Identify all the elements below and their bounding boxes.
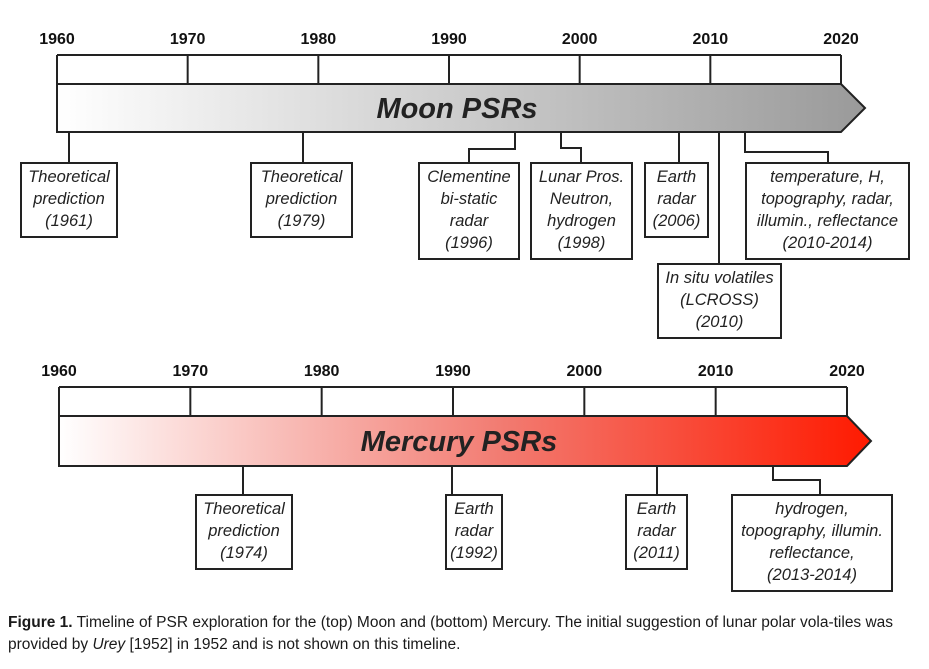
moon-year-label: 2010 <box>693 31 729 48</box>
moon-year-label: 1990 <box>431 31 467 48</box>
moon-event-text: Neutron, <box>550 190 613 208</box>
caption-text-b: [1952] in 1952 and is not shown on this … <box>125 636 461 653</box>
mercury-event-text: (1974) <box>220 544 268 562</box>
mercury-year-label: 1990 <box>435 363 471 380</box>
moon-event-text: Clementine <box>427 168 510 186</box>
mercury-event-text: radar <box>637 522 677 540</box>
mercury-year-label: 2010 <box>698 363 734 380</box>
mercury-arrow <box>58 415 873 467</box>
moon-event-text: radar <box>657 190 697 208</box>
moon-event-text: illumin., reflectance <box>757 212 898 230</box>
mercury-event-text: Earth <box>454 500 493 518</box>
mercury-event-text: topography, illumin. <box>741 522 883 540</box>
mercury-event-text: Theoretical <box>203 500 286 518</box>
moon-event-box <box>644 162 709 238</box>
moon-event-text: Lunar Pros. <box>539 168 624 186</box>
moon-arrow <box>56 83 867 133</box>
moon-connector <box>560 132 582 163</box>
moon-event-text: (2010-2014) <box>783 234 873 252</box>
mercury-year-label: 1970 <box>173 363 209 380</box>
mercury-year-label: 1980 <box>304 363 340 380</box>
caption-label: Figure 1. <box>8 614 73 631</box>
mercury-event-box <box>731 494 893 592</box>
moon-event-text: hydrogen <box>547 212 616 230</box>
moon-event-box <box>20 162 118 238</box>
moon-event-text: Theoretical <box>28 168 111 186</box>
mercury-title: Mercury PSRs <box>361 426 558 458</box>
mercury-event-text: reflectance, <box>769 544 854 562</box>
mercury-event-text: prediction <box>207 522 280 540</box>
moon-event-text: prediction <box>32 190 105 208</box>
moon-year-label: 1970 <box>170 31 206 48</box>
moon-event-text: (1998) <box>558 234 606 252</box>
moon-event-box <box>418 162 520 260</box>
moon-event-text: topography, radar, <box>761 190 894 208</box>
mercury-year-label: 2000 <box>567 363 603 380</box>
caption-text-a: Timeline of PSR exploration for the (top… <box>8 614 894 653</box>
mercury-event-text: (2011) <box>633 544 679 562</box>
moon-event-text: prediction <box>265 190 338 208</box>
moon-connector <box>468 132 516 163</box>
moon-event-box <box>745 162 910 260</box>
mercury-connector <box>772 466 821 495</box>
moon-event-text: (LCROSS) <box>680 291 759 309</box>
moon-connector <box>744 132 829 163</box>
mercury-event-text: hydrogen, <box>775 500 848 518</box>
moon-event-text: bi-static <box>441 190 499 208</box>
mercury-event-text: radar <box>455 522 495 540</box>
mercury-event-box <box>195 494 293 570</box>
moon-event-text: (1996) <box>445 234 493 252</box>
caption-author: Urey <box>92 636 126 653</box>
mercury-event-box <box>445 494 503 570</box>
moon-event-text: In situ volatiles <box>665 269 773 287</box>
moon-year-label: 1980 <box>301 31 337 48</box>
moon-title: Moon PSRs <box>376 93 537 125</box>
moon-year-label: 2020 <box>823 31 859 48</box>
moon-event-box <box>657 263 782 339</box>
moon-event-text: (2010) <box>696 313 744 331</box>
mercury-event-text: (2013-2014) <box>767 566 857 584</box>
moon-event-text: (1961) <box>45 212 93 230</box>
moon-event-text: radar <box>450 212 490 230</box>
mercury-year-label: 1960 <box>41 363 77 380</box>
moon-year-label: 1960 <box>39 31 75 48</box>
mercury-event-text: Earth <box>637 500 676 518</box>
mercury-event-box <box>625 494 688 570</box>
moon-event-text: (1979) <box>278 212 326 230</box>
moon-event-box <box>250 162 353 238</box>
moon-event-text: (2006) <box>653 212 701 230</box>
moon-event-text: temperature, H, <box>770 168 885 186</box>
moon-event-box <box>530 162 633 260</box>
moon-event-text: Earth <box>657 168 696 186</box>
mercury-year-label: 2020 <box>829 363 865 380</box>
mercury-event-text: (1992) <box>450 544 498 562</box>
moon-year-label: 2000 <box>562 31 598 48</box>
figure-caption: Figure 1. Timeline of PSR exploration fo… <box>8 612 920 656</box>
moon-event-text: Theoretical <box>261 168 344 186</box>
